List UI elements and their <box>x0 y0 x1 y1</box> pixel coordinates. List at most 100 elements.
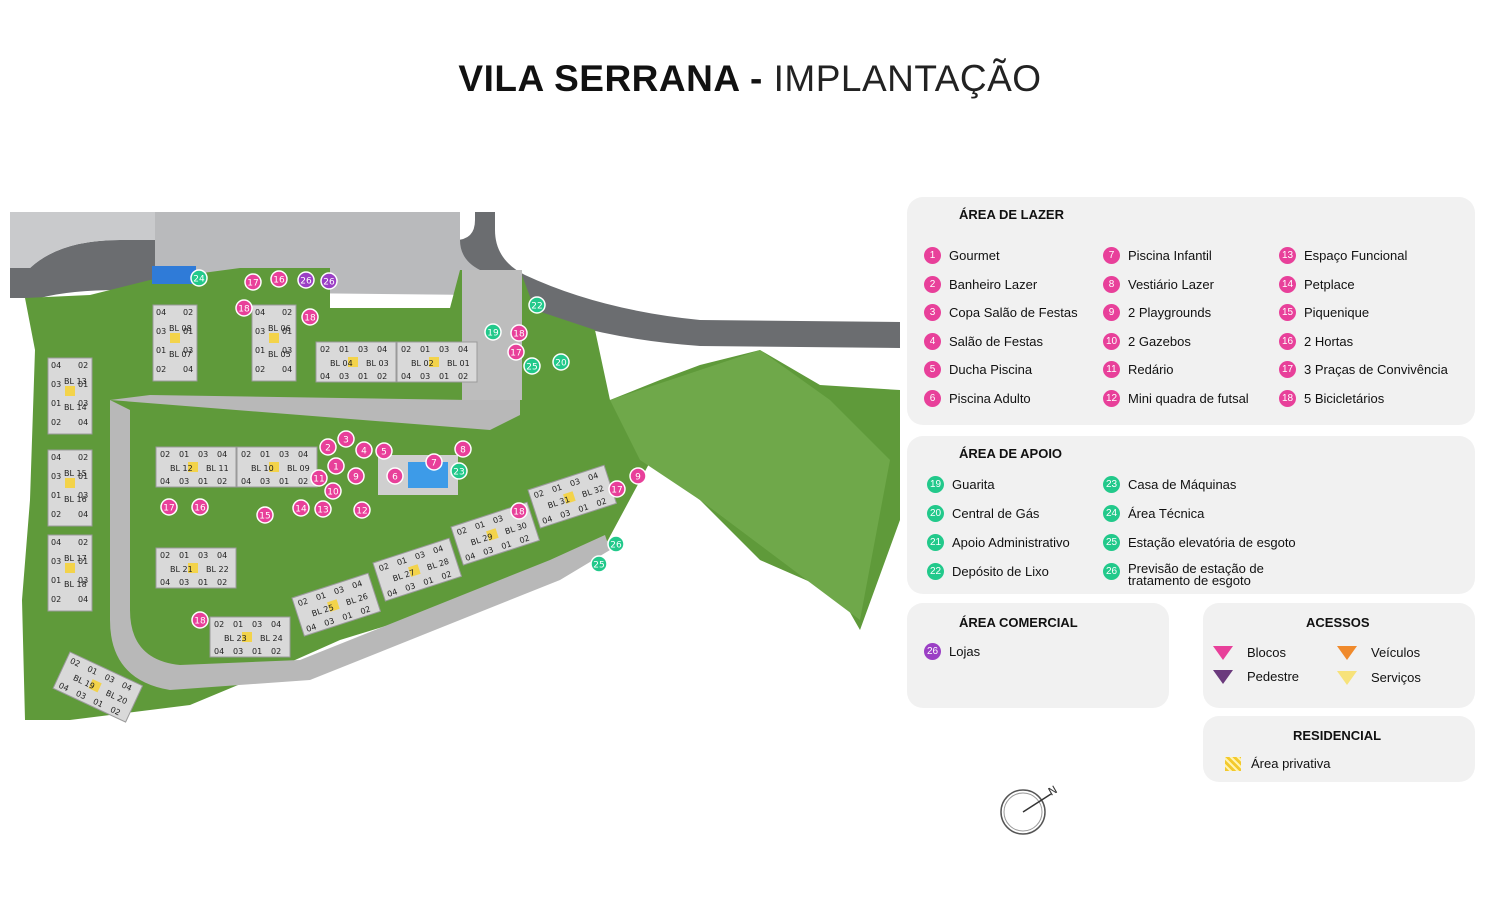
unit-label: 03 <box>414 550 426 562</box>
apoio-title: ÁREA DE APOIO <box>959 446 1063 461</box>
internal-road <box>110 350 520 430</box>
unit-label: 04 <box>160 477 170 486</box>
unit-label: 02 <box>78 453 88 462</box>
map-marker: 18 <box>510 324 528 342</box>
marker-icon: 2 <box>924 275 941 293</box>
marker-number: 2 <box>325 444 331 454</box>
map-marker: 17 <box>160 498 178 516</box>
legend-label: Copa Salão de Festas <box>949 305 1078 321</box>
map-marker: 18 <box>235 299 253 317</box>
unit-label: 03 <box>439 345 449 354</box>
unit-label: 01 <box>78 472 88 481</box>
unit-label: 02 <box>51 418 61 427</box>
legend-label: Piquenique <box>1304 305 1370 321</box>
acessos-title: ACESSOS <box>1306 615 1370 630</box>
unit-label: 04 <box>464 551 476 563</box>
unit-label: 03 <box>103 672 116 684</box>
map-marker: 9 <box>629 467 647 485</box>
marker-number: 18 <box>513 330 525 340</box>
map-marker: 26 <box>320 272 338 290</box>
title-separator: - <box>739 58 774 99</box>
marker-number: 5 <box>381 448 387 458</box>
map-marker: 16 <box>270 270 288 288</box>
legend-label: Piscina Infantil <box>1128 248 1212 263</box>
unit-label: 03 <box>51 380 61 389</box>
unit-label: 04 <box>57 681 70 693</box>
marker-icon: 26 <box>924 643 941 660</box>
unit-label: 04 <box>401 372 411 381</box>
marker-number: 26 <box>300 277 312 287</box>
legend-label: Casa de Máquinas <box>1128 477 1237 492</box>
block-label: BL 05 <box>268 350 291 359</box>
unit-label: 03 <box>78 576 88 585</box>
unit-label: 04 <box>214 647 224 656</box>
unit-label: 02 <box>440 570 452 582</box>
unit-label: 04 <box>271 620 281 629</box>
unit-label: 04 <box>282 365 292 374</box>
legend-label: Piscina Adulto <box>949 391 1031 406</box>
unit-label: 03 <box>492 514 504 526</box>
block-label: BL 24 <box>260 634 283 643</box>
unit-label: 01 <box>51 399 61 408</box>
unit-label: 02 <box>359 605 371 617</box>
unit-label: 02 <box>458 372 468 381</box>
map-marker: 13 <box>314 500 332 518</box>
unit-label: 02 <box>160 551 170 560</box>
map-marker: 18 <box>301 308 319 326</box>
legend-label: Petplace <box>1304 276 1355 292</box>
marker-icon: 21 <box>927 534 944 551</box>
unit-label: 02 <box>401 345 411 354</box>
unit-label: 02 <box>183 308 193 317</box>
marker-number: 17 <box>247 279 258 289</box>
unit-label: 03 <box>255 327 265 336</box>
map-marker: 11 <box>310 469 328 487</box>
marker-icon: 19 <box>927 476 944 493</box>
map-marker: 25 <box>590 555 608 573</box>
unit-label: 01 <box>422 575 434 587</box>
legend-label: Lojas <box>949 644 981 659</box>
unit-label: 03 <box>569 477 581 489</box>
unit-label: 03 <box>51 472 61 481</box>
map-marker: 19 <box>484 323 502 341</box>
unit-label: 01 <box>252 647 262 656</box>
road-top-fill <box>10 212 155 268</box>
unit-label: 03 <box>404 581 416 593</box>
compass-icon: N <box>1000 783 1060 835</box>
unit-label: 04 <box>320 372 330 381</box>
unit-label: 02 <box>214 620 224 629</box>
unit-label: 01 <box>439 372 449 381</box>
unit-label: 03 <box>333 585 345 597</box>
map-marker: 8 <box>454 440 472 458</box>
unit-label: 04 <box>51 453 61 462</box>
block-label: BL 17 <box>64 554 87 563</box>
map-marker: 6 <box>386 467 404 485</box>
unit-label: 04 <box>241 477 251 486</box>
unit-label: 03 <box>482 545 494 557</box>
unit-label: 01 <box>279 477 289 486</box>
unit-label: 02 <box>109 705 122 717</box>
unit-label: 03 <box>179 477 189 486</box>
map-marker: 7 <box>425 453 443 471</box>
unit-label: 03 <box>198 551 208 560</box>
block-label: BL 08 <box>169 324 192 333</box>
comercial-title: ÁREA COMERCIAL <box>959 615 1078 630</box>
legend-label: Serviços <box>1371 670 1421 685</box>
marker-icon: 23 <box>1103 476 1120 493</box>
map-marker: 24 <box>190 269 208 287</box>
legend-label: Vestiário Lazer <box>1128 276 1214 292</box>
unit-label: 04 <box>351 579 363 591</box>
marker-number: 26 <box>610 541 622 551</box>
unit-label: 04 <box>120 680 133 692</box>
